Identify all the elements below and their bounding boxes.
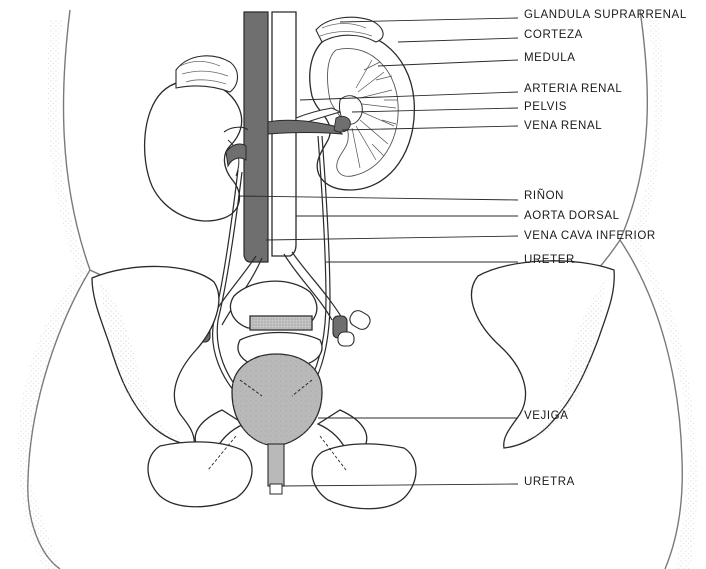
label-glandula-suprarrenal: GLANDULA SUPRARRENAL — [524, 9, 687, 22]
label-pelvis: PELVIS — [524, 101, 567, 114]
label-corteza: CORTEZA — [524, 29, 583, 42]
label-aorta-dorsal: AORTA DORSAL — [524, 210, 620, 223]
aorta-dorsal-vessel — [272, 12, 296, 256]
label-uretra: URETRA — [524, 476, 575, 489]
vena-cava-inferior-vessel — [244, 12, 268, 262]
label-arteria-renal: ARTERIA RENAL — [524, 83, 622, 96]
label-rinon: RIÑON — [524, 190, 564, 203]
leader-vena-cava — [266, 236, 518, 240]
pelvis-bones — [92, 261, 614, 509]
left-kidney — [145, 56, 242, 221]
label-ureter: URETER — [524, 254, 575, 267]
label-vena-renal: VENA RENAL — [524, 120, 602, 133]
label-medula: MEDULA — [524, 52, 576, 65]
bladder — [232, 354, 322, 446]
label-vena-cava-inferior: VENA CAVA INFERIOR — [524, 230, 656, 243]
label-vejiga: VEJIGA — [524, 410, 569, 423]
leader-corteza — [398, 38, 518, 42]
